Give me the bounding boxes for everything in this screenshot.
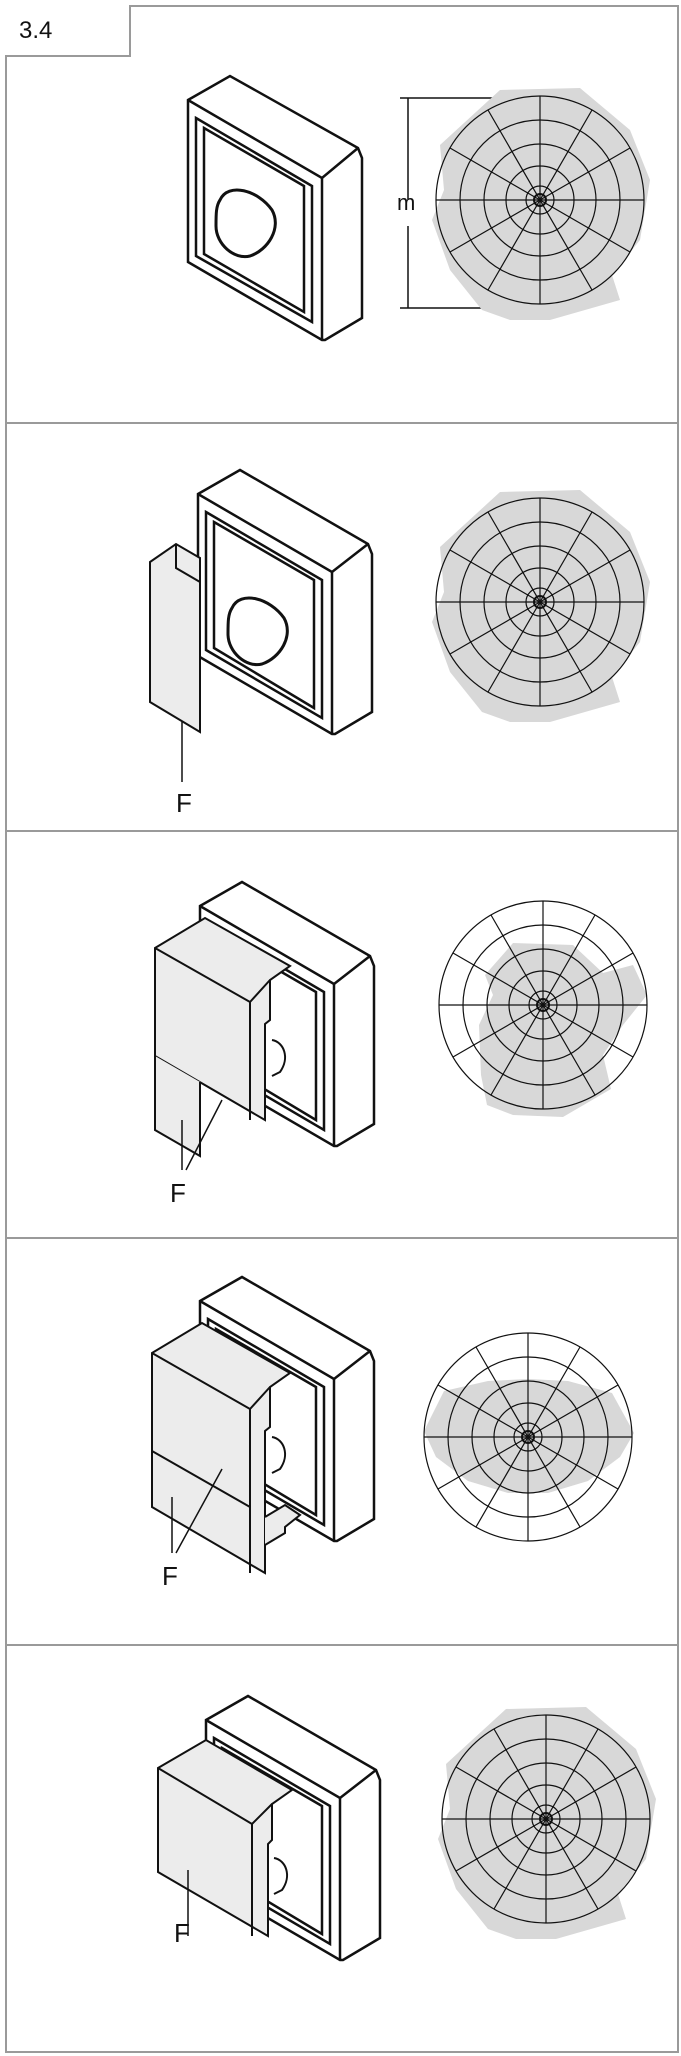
panel-divider: [5, 1644, 679, 1646]
polar-detection-diagram: [432, 88, 650, 320]
figure-label-box: 3.4: [5, 5, 131, 57]
light-switch-illustration: [196, 468, 374, 736]
filter-callout: F: [176, 788, 192, 818]
callout-line: [185, 1099, 223, 1171]
panel-1: m: [0, 0, 681, 422]
dimension-label: m: [397, 190, 415, 215]
panel-divider: [5, 1237, 679, 1239]
polar-detection-diagram: [423, 1332, 634, 1542]
filter-segment: [149, 542, 201, 734]
light-switch-illustration: [186, 74, 364, 342]
panel-divider: [5, 422, 679, 424]
panel-2: F: [0, 422, 681, 830]
polar-detection-diagram: [432, 490, 650, 722]
filter-callout: F: [170, 1178, 186, 1208]
panel-5: F: [0, 1644, 681, 2054]
filter-segment: [157, 1738, 294, 1938]
filter-segment: [154, 916, 292, 1158]
filter-callout: F: [162, 1561, 178, 1591]
callout-line: [175, 1468, 223, 1554]
figure-label: 3.4: [19, 17, 53, 44]
panel-4: F: [0, 1237, 681, 1644]
figure-frame: [5, 5, 679, 2053]
polar-detection-diagram: [438, 900, 648, 1117]
polar-detection-diagram: [438, 1707, 656, 1939]
filter-segment: [151, 1321, 302, 1575]
panel-divider: [5, 830, 679, 832]
filter-callout: F: [174, 1918, 190, 1948]
panel-3: F: [0, 830, 681, 1237]
